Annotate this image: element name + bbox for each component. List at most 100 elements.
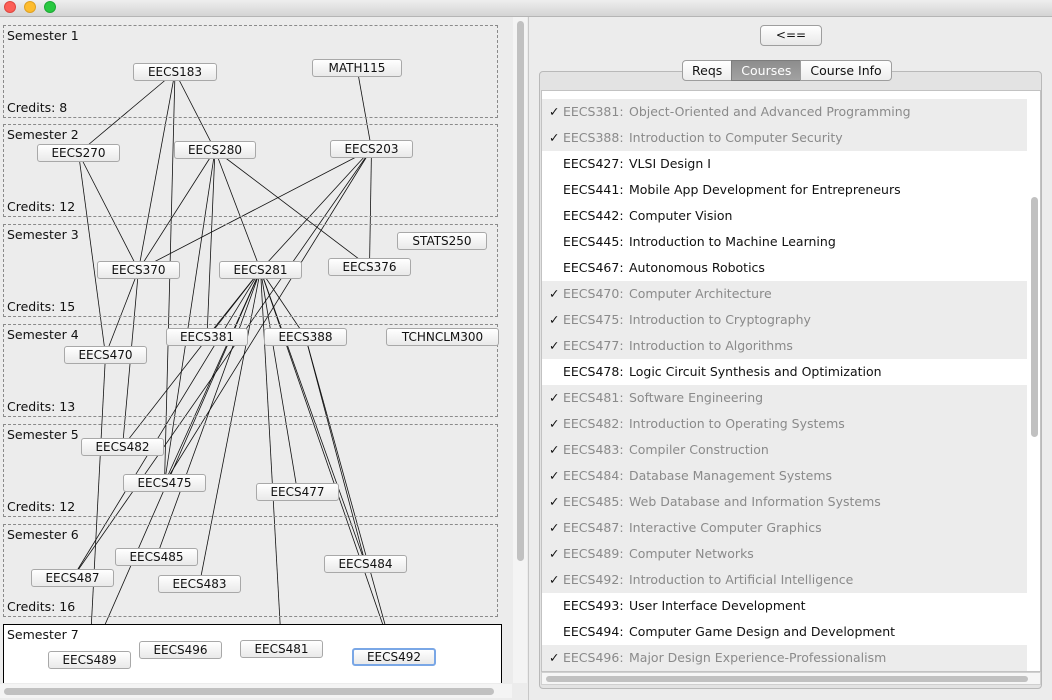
course-list-row[interactable]: ✓EECS492:Introduction to Artificial Inte… [542,567,1027,593]
course-title: Major Design Experience-Professionalism [629,650,887,665]
course-list-row[interactable]: EECS494:Computer Game Design and Develop… [542,619,1027,645]
course-list-row[interactable]: ✓EECS470:Computer Architecture [542,281,1027,307]
prerequisite-edge [214,149,261,271]
prerequisite-edge [138,71,176,271]
plan-horizontal-scroll-thumb[interactable] [4,688,494,695]
checkmark-icon: ✓ [549,442,560,457]
tab-courses[interactable]: Courses [731,60,802,81]
course-code: EECS489: [563,546,624,561]
course-list-row[interactable]: EECS442:Computer Vision [542,203,1027,229]
course-code: EECS478: [563,364,624,379]
course-browser-panel: <== Reqs Courses Course Info ✓EECS381:Ob… [529,17,1052,700]
prerequisite-edge [105,269,139,356]
minimize-window-button[interactable] [24,1,36,13]
course-node-eecs496[interactable]: EECS496 [139,641,222,659]
course-code: EECS493: [563,598,624,613]
course-code: EECS483: [563,442,624,457]
prerequisite-edge [156,269,261,558]
course-title: Interactive Computer Graphics [629,520,822,535]
course-node-eecs477[interactable]: EECS477 [256,483,339,501]
course-list-row[interactable]: ✓EECS489:Computer Networks [542,541,1027,567]
prerequisite-edge [199,269,261,585]
course-list-horizontal-scroll-thumb[interactable] [546,676,1028,682]
course-node-eecs376[interactable]: EECS376 [328,258,411,276]
course-node-eecs281[interactable]: EECS281 [219,261,302,279]
course-title: Computer Networks [629,546,754,561]
course-node-eecs489[interactable]: EECS489 [48,651,131,669]
checkmark-icon: ✓ [549,494,560,509]
course-node-tchnclm300[interactable]: TCHNCLM300 [386,328,499,346]
course-title: Software Engineering [629,390,764,405]
course-code: EECS487: [563,520,624,535]
course-list-row[interactable]: ✓EECS388:Introduction to Computer Securi… [542,125,1027,151]
course-node-stats250[interactable]: STATS250 [397,232,487,250]
tab-reqs[interactable]: Reqs [682,60,733,81]
course-list-row[interactable]: EECS441:Mobile App Development for Entre… [542,177,1027,203]
course-list-row[interactable]: ✓EECS481:Software Engineering [542,385,1027,411]
course-code: EECS467: [563,260,624,275]
course-node-eecs484[interactable]: EECS484 [324,555,407,573]
prerequisite-edge [78,152,106,356]
close-window-button[interactable] [4,1,16,13]
course-node-eecs481[interactable]: EECS481 [240,640,323,658]
course-node-eecs483[interactable]: EECS483 [158,575,241,593]
semester-title: Semester 5 [7,427,79,442]
course-node-eecs475[interactable]: EECS475 [123,474,206,492]
course-title: Introduction to Cryptography [629,312,811,327]
course-title: Introduction to Algorithms [629,338,793,353]
course-list-row[interactable]: ✓EECS483: Compiler Construction [542,437,1027,463]
course-list-row[interactable]: ✓EECS475:Introduction to Cryptography [542,307,1027,333]
course-title: Logic Circuit Synthesis and Optimization [629,364,882,379]
course-list-row[interactable]: EECS478: Logic Circuit Synthesis and Opti… [542,359,1027,385]
course-list-scroll-thumb[interactable] [1031,197,1038,437]
course-node-eecs183[interactable]: EECS183 [133,63,217,81]
course-list-row[interactable]: EECS427:VLSI Design I [542,151,1027,177]
semester-title: Semester 2 [7,127,79,142]
maximize-window-button[interactable] [44,1,56,13]
checkmark-icon: ✓ [549,286,560,301]
course-node-eecs370[interactable]: EECS370 [97,261,180,279]
checkmark-icon: ✓ [549,390,560,405]
course-list-row[interactable]: ✓EECS381:Object-Oriented and Advanced Pr… [542,99,1027,125]
checkmark-icon: ✓ [549,468,560,483]
prerequisite-edge [72,148,372,579]
course-code: EECS388: [563,130,624,145]
course-node-eecs492[interactable]: EECS492 [352,648,436,666]
course-list: ✓EECS381:Object-Oriented and Advanced Pr… [541,90,1041,672]
course-title: Object-Oriented and Advanced Programming [629,104,911,119]
course-node-eecs270[interactable]: EECS270 [37,144,120,162]
plan-vertical-scroll-thumb[interactable] [517,21,524,561]
course-title: Compiler Construction [629,442,769,457]
course-list-row[interactable]: EECS445:Introduction to Machine Learning [542,229,1027,255]
course-list-row[interactable]: ✓EECS485:Web Database and Information Sy… [542,489,1027,515]
course-list-row[interactable]: ✓EECS482:Introduction to Operating Syste… [542,411,1027,437]
course-list-row[interactable]: ✓EECS487:Interactive Computer Graphics [542,515,1027,541]
course-title: VLSI Design I [629,156,711,171]
course-title: Computer Architecture [629,286,772,301]
course-node-eecs203[interactable]: EECS203 [330,140,413,158]
course-node-eecs280[interactable]: EECS280 [174,141,256,159]
semester-title: Semester 7 [7,627,79,642]
prerequisite-edge [305,336,395,658]
course-node-eecs487[interactable]: EECS487 [31,569,114,587]
course-node-eecs470[interactable]: EECS470 [64,346,147,364]
tab-course-info[interactable]: Course Info [800,60,892,81]
course-list-row[interactable]: ✓EECS477:Introduction to Algorithms [542,333,1027,359]
back-button[interactable]: <== [760,25,822,46]
course-node-eecs482[interactable]: EECS482 [81,438,164,456]
course-node-eecs485[interactable]: EECS485 [115,548,198,566]
course-list-row[interactable]: EECS493:User Interface Development [542,593,1027,619]
course-node-eecs381[interactable]: EECS381 [166,328,248,346]
course-title: Computer Vision [629,208,733,223]
course-node-math115[interactable]: MATH115 [312,59,402,77]
course-list-row[interactable]: EECS467:Autonomous Robotics [542,255,1027,281]
course-title: Mobile App Development for Entrepreneurs [629,182,901,197]
course-list-row[interactable]: ✓EECS484:Database Management Systems [542,463,1027,489]
course-list-row[interactable]: ✓EECS496: Major Design Experience-Profess… [542,645,1027,671]
prerequisite-edge [78,152,139,271]
course-node-eecs388[interactable]: EECS388 [264,328,347,346]
course-code: EECS496: [563,650,624,665]
semester-credits: Credits: 15 [7,299,76,314]
checkmark-icon: ✓ [549,650,560,665]
